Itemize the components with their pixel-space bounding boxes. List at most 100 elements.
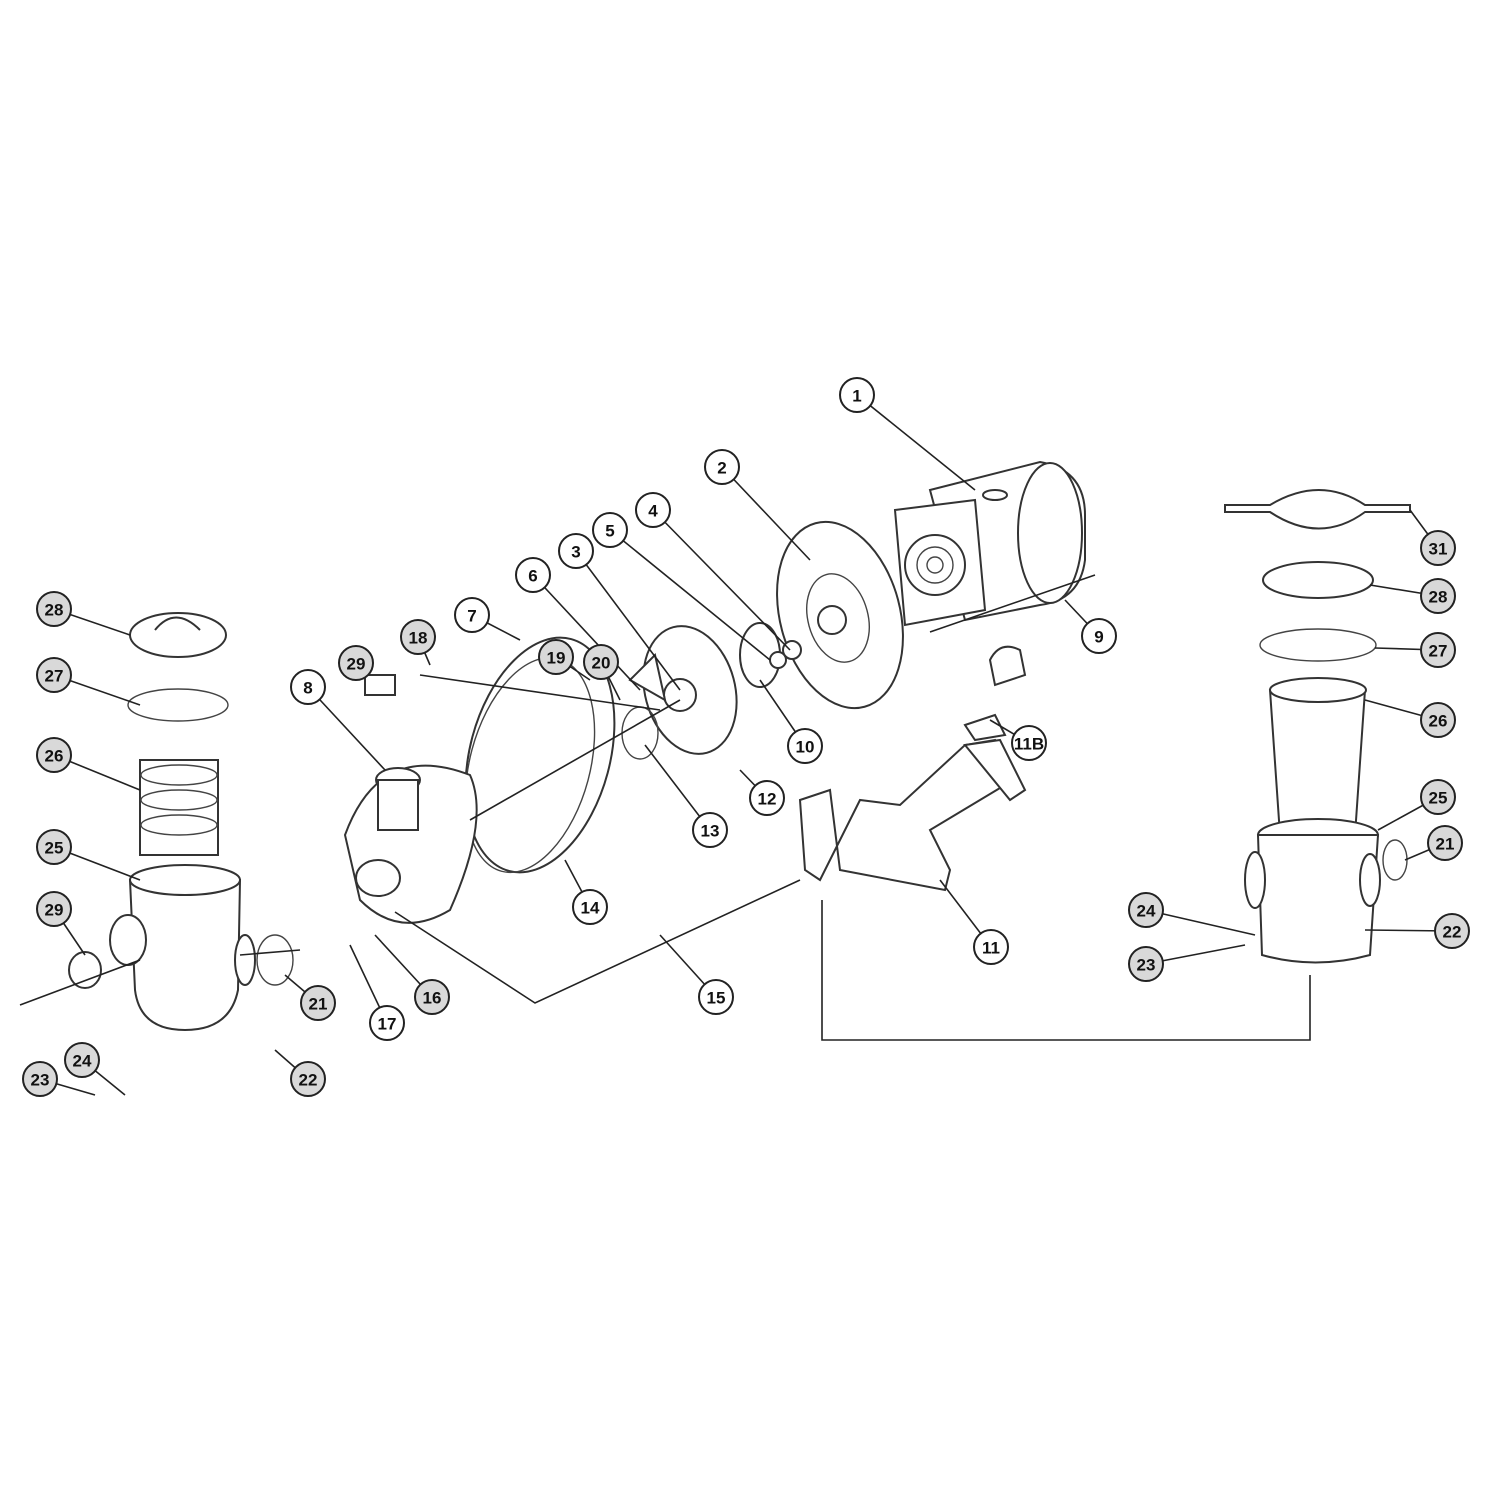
callout-circle (454, 597, 490, 633)
callout-circle (414, 979, 450, 1015)
callout-circle (558, 533, 594, 569)
callout-circle (572, 889, 608, 925)
callout-25: 25 (36, 829, 141, 881)
callout-circle (36, 657, 72, 693)
callout-22: 22 (1364, 913, 1470, 949)
callout-8: 8 (290, 669, 386, 771)
callout-7: 7 (454, 597, 521, 641)
right-strainer (1224, 489, 1411, 964)
leader-line (532, 574, 641, 691)
callout-number: 24 (73, 1052, 92, 1071)
callout-number: 27 (1429, 642, 1448, 661)
callout-number: 26 (1429, 712, 1448, 731)
callout-circle (704, 449, 740, 485)
callout-number: 4 (648, 502, 658, 521)
callout-circle (290, 1061, 326, 1097)
callout-number: 29 (45, 901, 64, 920)
callout-number: 22 (299, 1071, 318, 1090)
callout-number: 28 (1429, 588, 1448, 607)
callout-24: 24 (64, 1042, 126, 1096)
callout-number: 26 (45, 747, 64, 766)
impeller (628, 622, 802, 755)
callout-31: 31 (1409, 509, 1456, 566)
callout-circle (698, 979, 734, 1015)
callout-2: 2 (704, 449, 811, 561)
callout-circle (290, 669, 326, 705)
leader-line (721, 466, 811, 561)
callout-20: 20 (583, 644, 621, 701)
callout-24: 24 (1128, 892, 1256, 936)
leader-line (652, 509, 791, 651)
callout-circle (300, 985, 336, 1021)
pump-housing (343, 674, 478, 924)
callout-1: 1 (839, 377, 976, 491)
callout-circle (1427, 825, 1463, 861)
callout-circle (1420, 779, 1456, 815)
callout-18: 18 (400, 619, 436, 666)
callout-4: 4 (635, 492, 791, 651)
callout-13: 13 (644, 744, 728, 848)
motor (893, 460, 1086, 627)
callout-22: 22 (274, 1049, 326, 1097)
callout-number: 27 (45, 667, 64, 686)
callout-17: 17 (349, 944, 405, 1041)
callout-number: 11B (1014, 735, 1044, 754)
seal-plate (776, 520, 904, 710)
callout-25: 25 (1377, 779, 1456, 831)
callout-number: 1 (852, 387, 861, 406)
leader-line (307, 686, 386, 771)
callout-number: 28 (45, 601, 64, 620)
callout-6: 6 (515, 557, 641, 691)
callout-circle (1128, 946, 1164, 982)
callout-circle (400, 619, 436, 655)
callout-number: 29 (347, 655, 366, 674)
callout-number: 3 (571, 543, 580, 562)
callout-circle (1011, 725, 1047, 761)
callout-28: 28 (1369, 578, 1456, 614)
callout-number: 31 (1429, 540, 1448, 559)
callout-29: 29 (36, 891, 86, 956)
callout-circle (839, 377, 875, 413)
callout-circle (515, 557, 551, 593)
leader-line (575, 550, 681, 691)
callout-number: 6 (528, 567, 537, 586)
callout-5: 5 (592, 512, 771, 661)
callout-number: 25 (1429, 789, 1448, 808)
callout-circle (787, 728, 823, 764)
callout-29: 29 (338, 645, 374, 681)
callout-27: 27 (1374, 632, 1456, 668)
assembly-bracket (821, 900, 1311, 1041)
callout-circle (538, 639, 574, 675)
callout-23: 23 (22, 1061, 96, 1097)
callout-number: 17 (378, 1015, 397, 1034)
callout-19: 19 (538, 639, 591, 681)
callout-number: 21 (1436, 835, 1455, 854)
callout-number: 20 (592, 654, 611, 673)
callout-3: 3 (558, 533, 681, 691)
callout-9: 9 (1064, 599, 1117, 654)
callout-number: 19 (547, 649, 566, 668)
callout-circle (1420, 530, 1456, 566)
callout-number: 23 (1137, 956, 1156, 975)
callout-23: 23 (1128, 944, 1246, 982)
callout-circle (338, 645, 374, 681)
callout-circle (1081, 618, 1117, 654)
callout-number: 13 (701, 822, 720, 841)
callout-circle (1434, 913, 1470, 949)
callout-number: 8 (303, 679, 312, 698)
callout-number: 11 (982, 939, 1000, 958)
motor-base (798, 645, 1027, 892)
callout-circle (1420, 702, 1456, 738)
callout-26: 26 (36, 737, 141, 791)
callout-number: 24 (1137, 902, 1156, 921)
callout-11b: 11B (989, 719, 1047, 761)
left-strainer (68, 612, 294, 1032)
leader-line (856, 394, 976, 491)
callout-circle (369, 1005, 405, 1041)
callout-28: 28 (36, 591, 131, 636)
callout-circle (583, 644, 619, 680)
callout-21: 21 (1404, 825, 1463, 861)
callout-number: 23 (31, 1071, 50, 1090)
